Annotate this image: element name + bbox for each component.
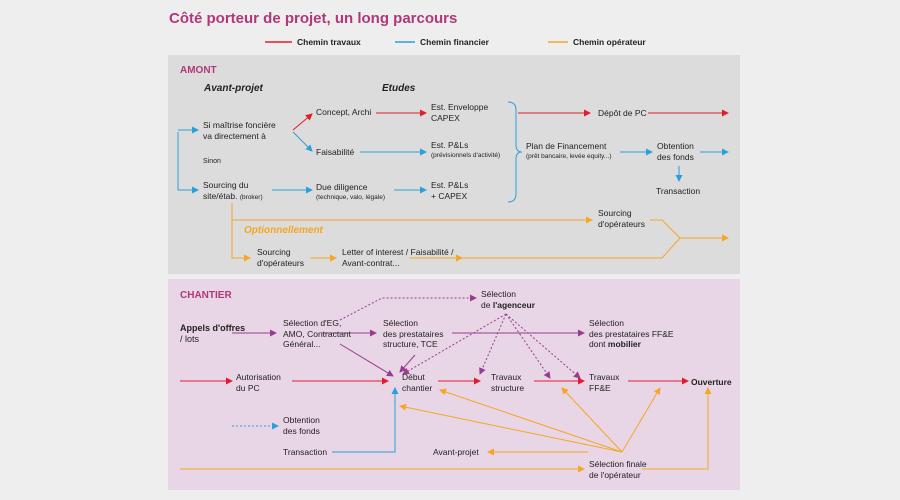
concept-node: Concept, Archi	[316, 107, 372, 117]
depot-pc-node: Dépôt de PC	[598, 108, 647, 118]
selection-agenceur-node: Sélection de l'agenceur	[481, 289, 536, 310]
est-pls-node: Est. P&Ls(prévisionnels d'activité)	[431, 140, 501, 159]
letter-of-interest-node: Letter of interest / Faisabilité /Avant-…	[342, 247, 454, 268]
chantier-panel	[168, 279, 740, 490]
arrow-transaction-debut	[332, 387, 399, 453]
legend-financier: Chemin financier	[420, 37, 489, 47]
page-title: Côté porteur de projet, un long parcours	[169, 10, 458, 27]
curly-brace	[507, 101, 523, 203]
amont-left-bracket	[177, 126, 199, 194]
operator-paths	[231, 203, 729, 262]
arrow-to-concept	[292, 113, 313, 131]
chantier-transaction-node: Transaction	[283, 447, 328, 457]
chantier-orange-paths	[180, 387, 712, 473]
sourcing-site-node: Sourcing du site/étab. (broker)	[203, 180, 263, 201]
ouverture-node: Ouverture	[691, 377, 732, 387]
amont-panel	[168, 55, 740, 274]
amont-label: AMONT	[180, 65, 217, 76]
etudes-heading: Etudes	[382, 83, 416, 94]
due-diligence-node: Due diligence(technique, valo, légale)	[316, 182, 386, 201]
chantier-label: CHANTIER	[180, 290, 232, 301]
avant-projet-heading: Avant-projet	[204, 83, 263, 94]
transaction-node: Transaction	[656, 186, 701, 196]
chantier-dotted-paths	[339, 294, 581, 379]
est-pls-capex-node: Est. P&Ls+ CAPEX	[431, 180, 469, 201]
faisabilite-node: Faisabilité	[316, 147, 355, 157]
sinon-label: Sinon	[203, 158, 221, 165]
plan-financement-node: Plan de Financement(prêt bancaire, levée…	[526, 141, 612, 160]
selection-ffe-node: Sélection des prestataires FF&E dont mob…	[589, 318, 674, 349]
legend-operateur: Chemin opérateur	[573, 37, 646, 47]
chantier-avant-projet-node: Avant-projet	[433, 447, 479, 457]
optionnellement-heading: Optionnellement	[244, 225, 323, 236]
arrow-to-faisabilite	[292, 131, 313, 152]
appels-offres-node: Appels d'offres/ lots	[180, 323, 246, 344]
legend-travaux: Chemin travaux	[297, 37, 361, 47]
